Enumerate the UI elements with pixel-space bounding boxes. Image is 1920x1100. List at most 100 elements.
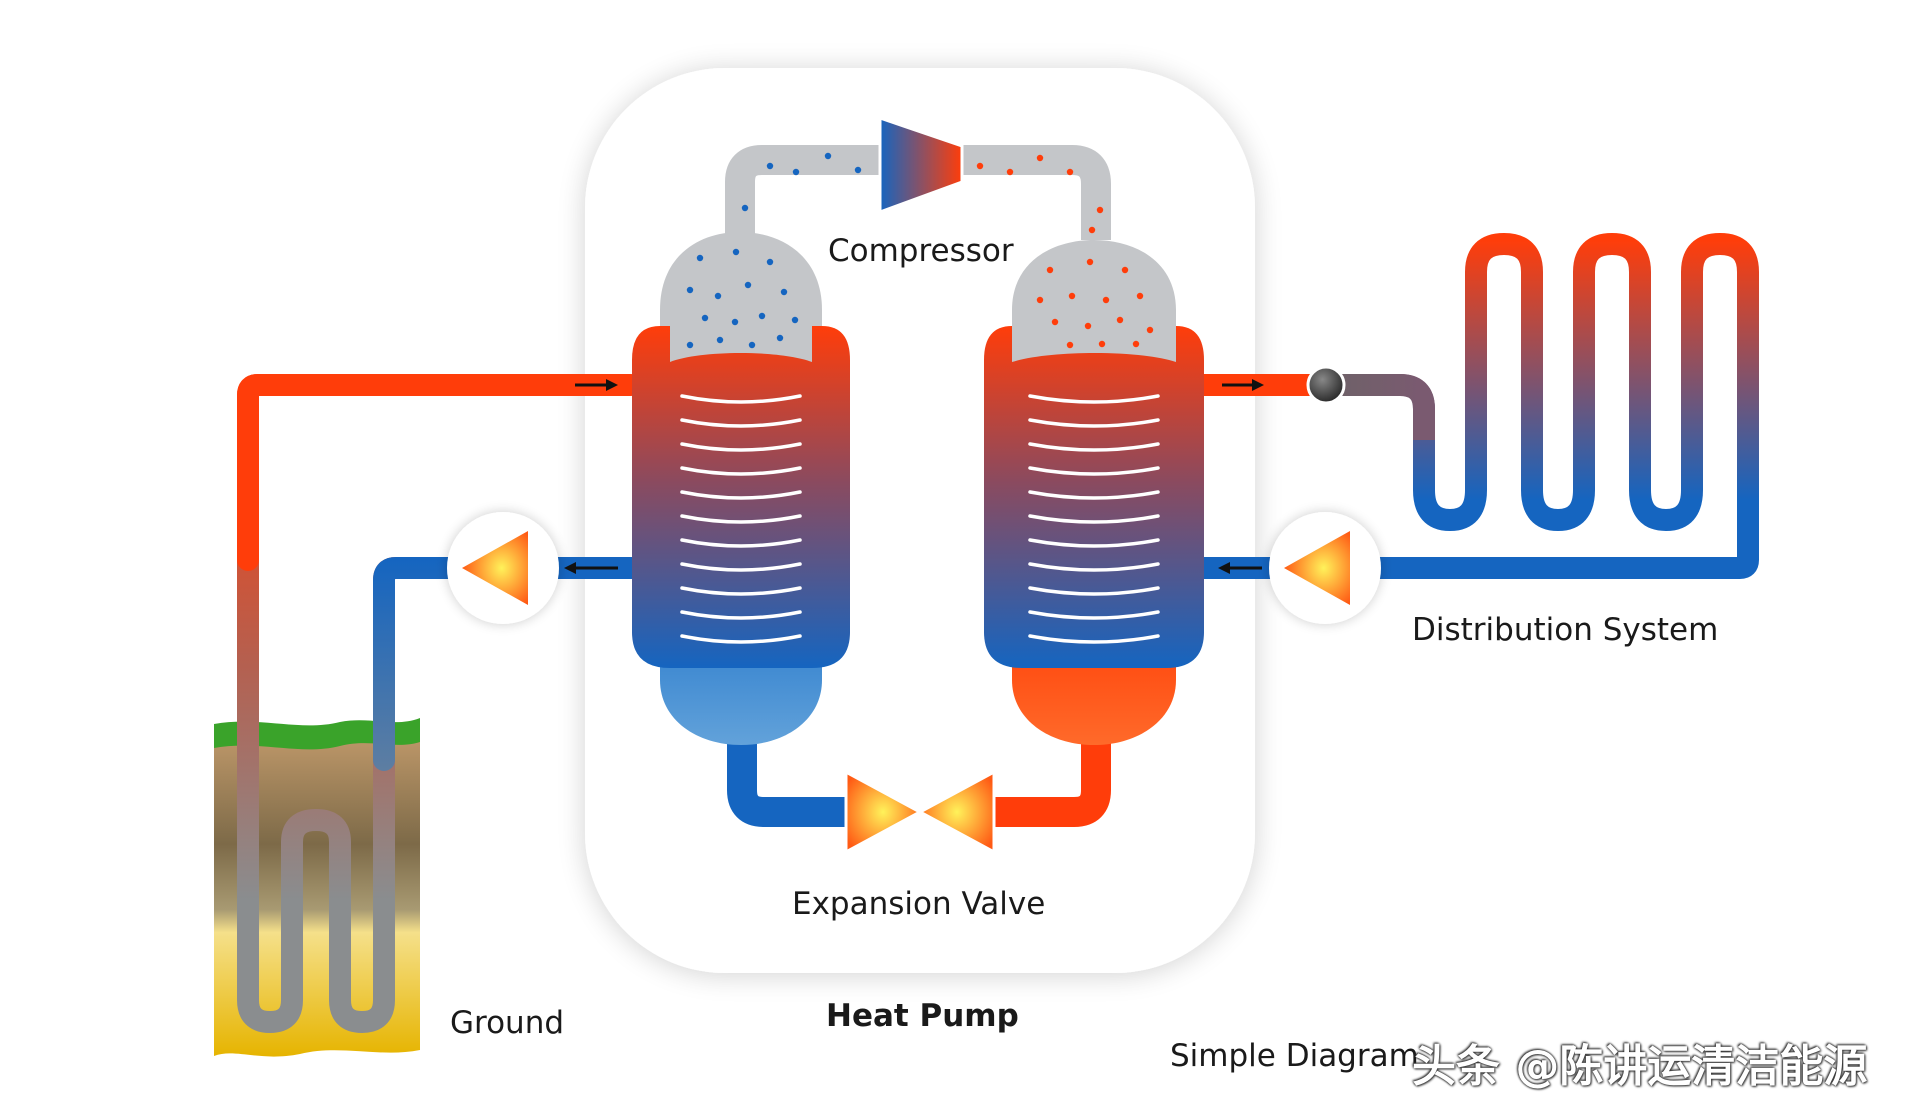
- coil-line: [680, 586, 802, 596]
- evaporator-dome-front: [670, 240, 812, 362]
- expansion-valve: [844, 769, 996, 855]
- gas-particle: [1068, 292, 1076, 300]
- coil-line: [680, 490, 802, 500]
- gas-particle: [686, 286, 694, 294]
- coil-line: [1028, 562, 1160, 572]
- evaporator-coil-lines: [680, 394, 802, 644]
- grass-strip: [214, 718, 420, 750]
- discharge-gas-pipe: [950, 145, 1111, 240]
- gas-particle: [976, 162, 984, 170]
- evaporator-liquid-pipe: [727, 700, 850, 827]
- coil-line: [680, 634, 802, 644]
- gas-particle: [776, 334, 784, 342]
- gas-particle: [748, 341, 756, 349]
- suction-gas-pipe: [725, 145, 880, 240]
- ground-return-pipe: [373, 557, 481, 771]
- gas-particle: [1006, 168, 1014, 176]
- gas-particle: [1132, 340, 1140, 348]
- coil-line: [1028, 634, 1160, 644]
- expansion-valve-left-half: [844, 769, 924, 855]
- ground-supply-pipe: [237, 374, 641, 1033]
- gas-particle: [758, 312, 766, 320]
- gas-particle: [766, 258, 774, 266]
- condenser-bowl: [1012, 650, 1176, 745]
- distribution-radiator-loop: [1319, 233, 1759, 579]
- coil-line: [680, 442, 802, 452]
- gas-particle: [766, 162, 774, 170]
- evaporator: [632, 232, 850, 745]
- condenser-gas-particles: [1036, 258, 1154, 349]
- gas-particle: [792, 168, 800, 176]
- compressor-body: [878, 115, 964, 215]
- gas-particle: [716, 336, 724, 344]
- coil-line: [680, 538, 802, 548]
- coil-line: [1028, 490, 1160, 500]
- gas-particle: [854, 166, 862, 174]
- ground-circulation-pump-icon: [447, 512, 559, 624]
- gas-particle: [1086, 258, 1094, 266]
- coil-line: [680, 394, 802, 404]
- coil-line: [1028, 514, 1160, 524]
- gas-particle: [696, 254, 704, 262]
- flow-arrow-right-icon: [1222, 379, 1264, 391]
- ground-label: Ground: [450, 1005, 565, 1041]
- gas-particle: [732, 248, 740, 256]
- gas-particle: [1046, 266, 1054, 274]
- coil-line: [1028, 418, 1160, 428]
- gas-particle: [1136, 292, 1144, 300]
- gas-particle: [1051, 318, 1059, 326]
- gas-particle: [1066, 341, 1074, 349]
- compressor-label: Compressor: [828, 233, 1014, 269]
- gas-particle: [1146, 326, 1154, 334]
- coil-line: [680, 562, 802, 572]
- distribution-system-label: Distribution System: [1412, 612, 1719, 648]
- condenser-dome-front: [1012, 240, 1176, 362]
- coil-line: [680, 418, 802, 428]
- coil-line: [1028, 442, 1160, 452]
- gas-particle: [1066, 168, 1074, 176]
- coil-line: [1028, 586, 1160, 596]
- gas-particle: [1088, 226, 1096, 234]
- evaporator-gas-particles: [686, 248, 799, 349]
- gas-particle: [686, 341, 694, 349]
- gas-particle: [1116, 316, 1124, 324]
- gas-particle: [701, 314, 709, 322]
- gas-pipe-particles: [741, 152, 1104, 234]
- temperature-sensor-icon: [1306, 365, 1346, 405]
- ground-soil: [214, 730, 420, 1057]
- gas-particle: [1036, 296, 1044, 304]
- gas-particle: [731, 318, 739, 326]
- condenser-liquid-pipe: [990, 700, 1111, 827]
- coil-line: [680, 610, 802, 620]
- flow-arrow-left-icon: [1218, 562, 1262, 574]
- gas-particle: [741, 204, 749, 212]
- gas-particle: [1036, 154, 1044, 162]
- gas-particle: [780, 288, 788, 296]
- ground-hot-line: [237, 374, 641, 571]
- distribution-circulation-pump-icon: [1269, 512, 1381, 624]
- evaporator-bowl: [660, 650, 822, 745]
- gas-particle: [1098, 340, 1106, 348]
- gas-particle: [1096, 206, 1104, 214]
- gas-particle: [791, 316, 799, 324]
- expansion-valve-label: Expansion Valve: [792, 886, 1046, 922]
- gas-particle: [1102, 296, 1110, 304]
- flow-arrow-right-icon: [575, 379, 618, 391]
- condenser-coil-lines: [1028, 394, 1160, 644]
- sensor-to-radiator-pipe: [1320, 374, 1435, 440]
- heat-pump-label: Heat Pump: [826, 998, 1019, 1034]
- gas-particle: [744, 281, 752, 289]
- expansion-valve-right-half: [916, 769, 996, 855]
- coil-line: [680, 514, 802, 524]
- coil-line: [1028, 394, 1160, 404]
- gas-particle: [1084, 322, 1092, 330]
- gas-particle: [714, 292, 722, 300]
- condenser: [984, 240, 1204, 745]
- coil-line: [680, 466, 802, 476]
- watermark-text: 头条 @陈讲运清洁能源: [1412, 1041, 1868, 1092]
- gas-particle: [824, 152, 832, 160]
- compressor: [741, 115, 1104, 234]
- gas-particle: [1121, 266, 1129, 274]
- ground-section: [214, 718, 420, 1057]
